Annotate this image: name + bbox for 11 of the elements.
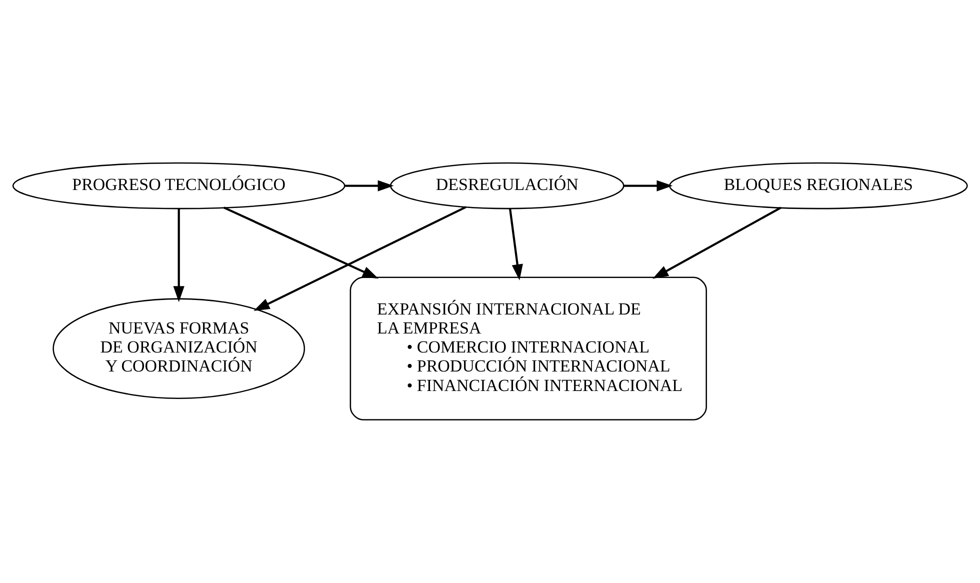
arrow: [508, 208, 523, 280]
arrow: [254, 206, 466, 311]
arrow: [652, 206, 782, 279]
node-box: EXPANSIÓN INTERNACIONAL DE LA EMPRESA • COMERCIO INTERNACIONAL • PRODUCCIÓN INTERNACIONAL • FINANCIACIÓN INTERNACIONAL: [350, 276, 707, 420]
node-ellipse: DESREGULACIÓN: [390, 162, 624, 210]
arrow: [344, 180, 394, 192]
arrow: [624, 180, 673, 192]
arrow: [223, 206, 378, 279]
arrow: [173, 208, 184, 302]
node-ellipse: BLOQUES REGIONALES: [669, 162, 968, 210]
node-ellipse: PROGRESO TECNOLÓGICO: [12, 162, 346, 210]
